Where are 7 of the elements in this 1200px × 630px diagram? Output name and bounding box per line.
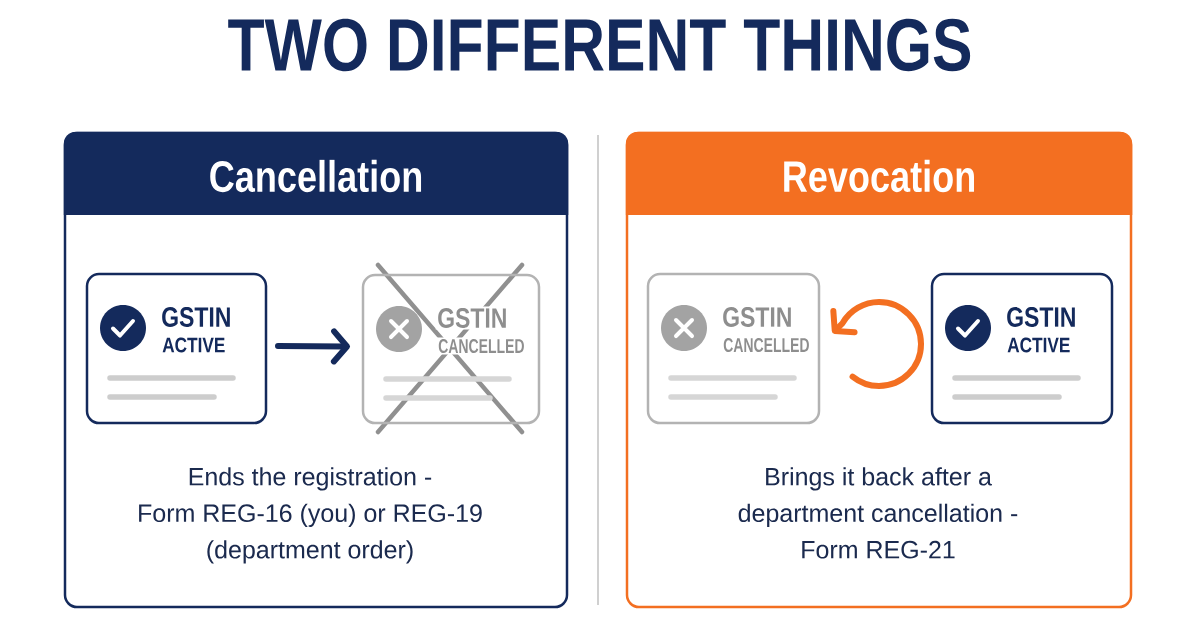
title: TWO DIFFERENT THINGS [228, 18, 971, 72]
circular-arrow [830, 299, 924, 389]
description: Brings it back after a department cancellation - Form REG-21 [738, 467, 1018, 559]
panel-header: Cancellation [63, 131, 569, 215]
arrow [275, 328, 350, 365]
panel-header: Revocation [625, 131, 1133, 215]
description: Ends the registration - Form REG-16 (you) or REG-19 (department order) [139, 467, 482, 564]
